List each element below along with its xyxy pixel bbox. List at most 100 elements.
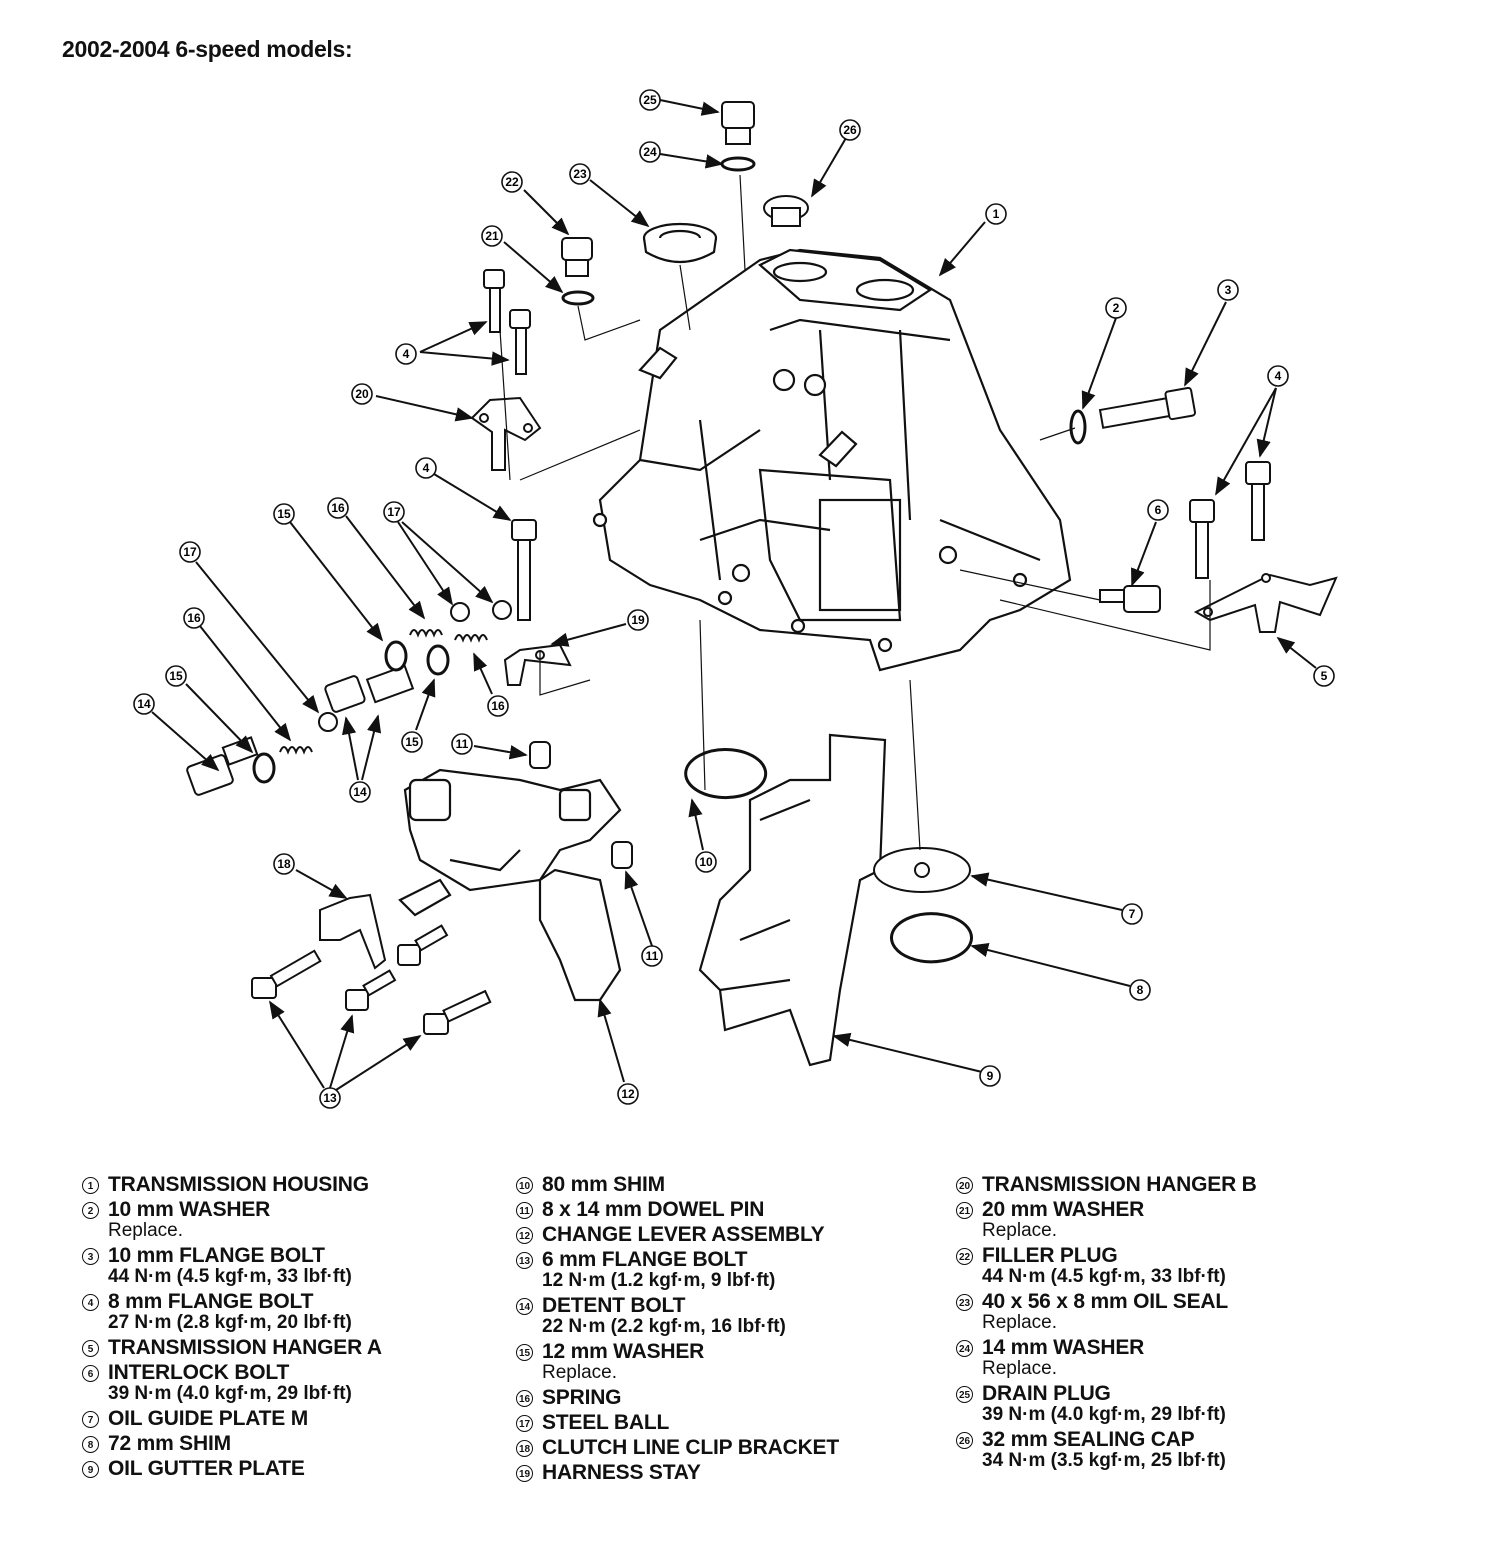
callout-arrow-18 — [295, 869, 348, 899]
springs — [279, 629, 488, 755]
legend-number: 10 — [516, 1177, 533, 1194]
callout-number: 24 — [643, 145, 657, 159]
callout-arrow-7 — [970, 872, 1123, 911]
transmission-housing — [592, 248, 1072, 672]
callout-number: 12 — [621, 1087, 635, 1101]
legend-torque-spec: 12 N·m (1.2 kgf·m, 9 lbf·ft) — [542, 1270, 776, 1291]
callout-4: 4 — [395, 343, 417, 365]
callout-number: 15 — [277, 507, 291, 521]
legend-torque-spec: 27 N·m (2.8 kgf·m, 20 lbf·ft) — [108, 1312, 352, 1333]
callout-number: 6 — [1155, 503, 1162, 517]
legend-part-name: OIL GUIDE PLATE M — [108, 1407, 308, 1430]
callout-arrow-24 — [659, 153, 724, 169]
legend-part-name: 72 mm SHIM — [108, 1432, 231, 1455]
callout-arrow-5 — [1276, 636, 1317, 669]
callout-arrow-13c — [335, 1035, 422, 1091]
callout-arrow-14b — [342, 716, 359, 781]
callout-13: 13 — [319, 1087, 341, 1109]
legend-replace-note: Replace. — [542, 1362, 617, 1383]
callout-number: 8 — [1137, 983, 1144, 997]
callout-number: 15 — [169, 669, 183, 683]
callout-18: 18 — [273, 853, 295, 875]
callout-number: 16 — [491, 699, 505, 713]
legend-part-name: 80 mm SHIM — [542, 1173, 665, 1196]
callout-arrow-11b — [624, 870, 653, 947]
14mm-washer — [720, 156, 756, 172]
callout-8: 8 — [1129, 979, 1151, 1001]
callout-number: 5 — [1321, 669, 1328, 683]
8mm-flange-bolts-upper — [483, 269, 531, 375]
callout-2: 2 — [1105, 297, 1127, 319]
detent-bolts — [186, 664, 415, 796]
callout-21: 21 — [481, 225, 503, 247]
callout-arrow-26 — [811, 137, 847, 198]
callout-number: 22 — [505, 175, 519, 189]
filler-plug — [561, 237, 593, 277]
callout-number: 13 — [323, 1091, 337, 1105]
callout-12: 12 — [617, 1083, 639, 1105]
callout-number: 11 — [456, 737, 469, 751]
callout-arrow-19 — [550, 623, 627, 647]
callout-15: 15 — [401, 731, 423, 753]
callout-number: 21 — [485, 229, 499, 243]
6mm-flange-bolts — [251, 924, 492, 1035]
legend-torque-spec: 44 N·m (4.5 kgf·m, 33 lbf·ft) — [982, 1266, 1226, 1287]
legend-item-7: 7 OIL GUIDE PLATE M — [82, 1408, 382, 1429]
legend-number: 3 — [82, 1248, 99, 1265]
callout-arrow-10 — [688, 798, 704, 851]
legend-number: 1 — [82, 1177, 99, 1194]
callout-19: 19 — [627, 609, 649, 631]
callout-4: 4 — [415, 457, 437, 479]
change-lever-assembly — [398, 768, 622, 1002]
legend-torque-spec: 34 N·m (3.5 kgf·m, 25 lbf·ft) — [982, 1450, 1226, 1471]
legend-number: 7 — [82, 1411, 99, 1428]
callout-arrow-17b — [397, 521, 453, 606]
legend-number: 17 — [516, 1415, 533, 1432]
callout-number: 17 — [183, 545, 197, 559]
callout-arrow-13b — [329, 1014, 355, 1089]
callout-arrow-13a — [269, 1000, 325, 1089]
callout-5: 5 — [1313, 665, 1335, 687]
legend-part-name: 6 mm FLANGE BOLT — [542, 1248, 748, 1271]
callout-number: 15 — [405, 735, 419, 749]
callout-arrow-16b — [345, 515, 426, 620]
callout-number: 16 — [331, 501, 345, 515]
callout-arrow-4a — [419, 321, 488, 353]
legend-part-name: CLUTCH LINE CLIP BRACKET — [542, 1436, 839, 1459]
callout-number: 17 — [387, 505, 401, 519]
callout-9: 9 — [979, 1065, 1001, 1087]
legend-part-name: 10 mm WASHER — [108, 1198, 271, 1221]
callout-23: 23 — [569, 163, 591, 185]
callout-arrow-16a — [199, 625, 292, 742]
callout-1: 1 — [985, 203, 1007, 225]
callout-11: 11 — [451, 733, 473, 755]
callout-10: 10 — [695, 851, 717, 873]
legend-replace-note: Replace. — [982, 1358, 1057, 1379]
callout-number: 20 — [355, 387, 369, 401]
legend-part-name: 8 x 14 mm DOWEL PIN — [542, 1198, 765, 1221]
callout-arrow-1 — [938, 221, 986, 277]
callout-arrow-21 — [503, 241, 564, 294]
callout-arrow-15a — [185, 683, 254, 754]
10mm-washer — [1069, 409, 1087, 445]
legend-replace-note: Replace. — [982, 1220, 1057, 1241]
legend-number: 4 — [82, 1294, 99, 1311]
callout-number: 4 — [403, 347, 410, 361]
legend-number: 16 — [516, 1390, 533, 1407]
legend-part-name: OIL GUTTER PLATE — [108, 1457, 305, 1480]
8mm-flange-bolts-right — [1189, 461, 1271, 579]
legend-part-name: 12 mm WASHER — [542, 1340, 705, 1363]
callout-arrow-4d — [1215, 387, 1277, 496]
callouts: 1234445678910111112131414151515161616171… — [133, 89, 1335, 1109]
callout-arrow-4e — [1256, 387, 1277, 458]
dowel-pins — [529, 741, 633, 869]
